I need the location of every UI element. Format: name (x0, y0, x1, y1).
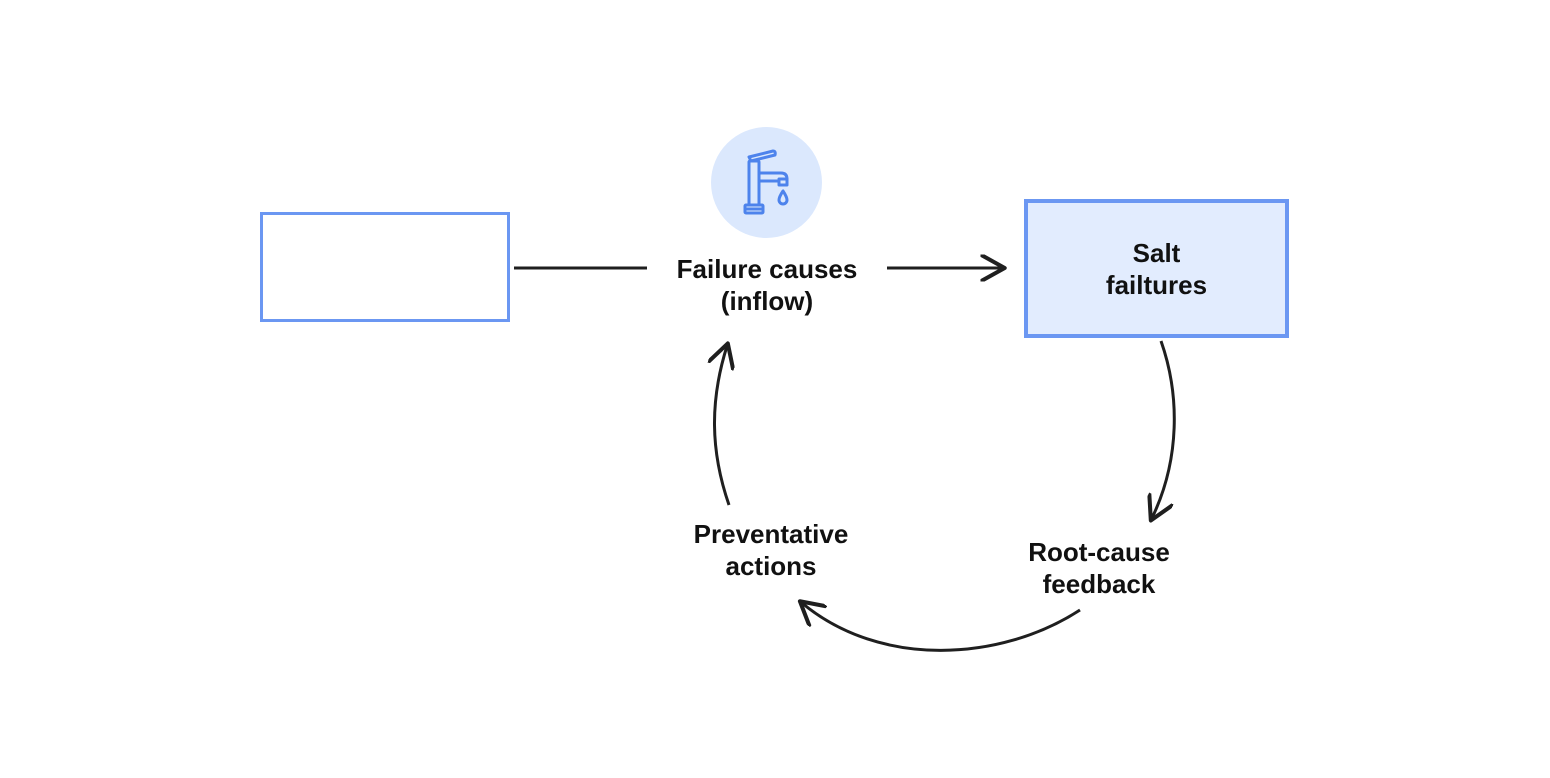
preventative-actions-label[interactable]: Preventative actions (693, 519, 849, 581)
faucet-icon (743, 149, 788, 214)
loop-arrow-stock-to-feedback (1152, 340, 1176, 518)
source-box[interactable] (260, 212, 510, 322)
root-cause-feedback-label[interactable]: Root-cause feedback (1028, 537, 1170, 599)
stock-box[interactable]: Salt failtures (1024, 199, 1289, 338)
loop-arrow-feedback-to-actions (802, 603, 1081, 652)
faucet-icon-badge (711, 127, 822, 238)
flow-label[interactable]: Failure causes (inflow) (676, 254, 858, 316)
loop-arrow-actions-to-flow (714, 346, 729, 506)
stock-label: Salt failtures (1105, 237, 1208, 300)
